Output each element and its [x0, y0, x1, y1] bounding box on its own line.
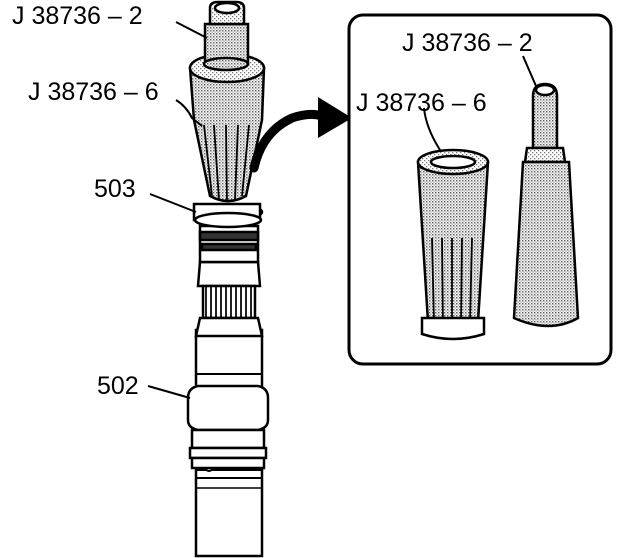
main-assembly: [186, 0, 270, 558]
part-502-collar: [186, 384, 270, 470]
leader-lines: [147, 21, 537, 399]
tool-2-handle-main: [202, 0, 250, 72]
inset-tool-2-handle: [512, 82, 580, 328]
label-tool-2: J 38736 – 2: [12, 2, 143, 30]
label-inset-tool-2: J 38736 – 2: [402, 29, 533, 57]
inset-tool-6-sleeve: [416, 148, 490, 341]
label-inset-tool-6: J 38736 – 6: [356, 89, 487, 117]
part-503-seal: [192, 202, 264, 264]
label-tool-6: J 38736 – 6: [28, 78, 159, 106]
transition-arrow: [249, 97, 352, 173]
inset-detail-box: [347, 13, 613, 366]
label-part-502: 502: [97, 372, 139, 400]
tool-6-sleeve-main: [188, 52, 266, 203]
label-part-503: 503: [94, 175, 136, 203]
